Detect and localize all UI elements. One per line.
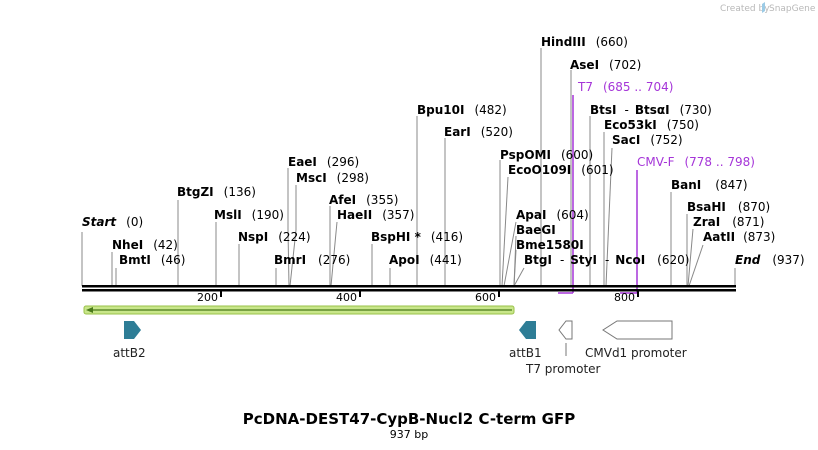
map-length: 937 bp [390,428,428,441]
site-label: BtsI-BtsαI(730) [590,103,712,117]
primer-t7-marker [558,95,574,294]
attb1-arrow-icon [519,321,536,339]
feature-label-attb2: attB2 [113,346,146,360]
site-label: AseI(702) [570,58,641,72]
primer-label: T7(685 .. 704) [577,80,673,94]
site-label: MscI(298) [296,171,369,185]
attb2-arrow-icon [124,321,141,339]
watermark-prefix: Created by [720,4,770,14]
site-label: Bme1580I [516,238,584,252]
site-label: SacI(752) [612,133,683,147]
ruler-ticks [220,291,639,297]
site-label: BtgZI(136) [177,185,256,199]
site-label: BsaHI(870) [687,200,770,214]
site-label: Eco53kI(750) [604,118,699,132]
primer-cmv-f-marker [620,170,638,294]
dna-backbone [82,285,736,292]
tick-label: 800 [614,291,635,304]
site-label: HaeII(357) [337,208,415,222]
gfp-feature-bar [83,305,515,315]
site-label: End(937) [735,253,805,267]
site-label: EaeI(296) [288,155,359,169]
watermark-brand: SnapGene [769,4,816,14]
site-label: BspHI *(416) [371,230,463,244]
site-label: EcoO109I(601) [508,163,614,177]
site-label: NspI(224) [238,230,311,244]
site-label: BtgI-StyI-NcoI(620) [524,253,689,267]
site-label: BmtI(46) [119,253,186,267]
t7-promoter-arrow-icon [558,320,573,340]
snapgene-logo-icon [762,2,765,13]
site-label: BmrI(276) [274,253,350,267]
site-leader-lines [81,48,736,287]
tick-label: 200 [197,291,218,304]
site-label: EarI(520) [444,125,513,139]
site-label: ApoI(441) [389,253,462,267]
site-label: AfeI(355) [329,193,398,207]
site-label: HindIII(660) [541,35,628,49]
site-label: ZraI(871) [693,215,764,229]
primer-label: CMV-F(778 .. 798) [637,155,755,169]
site-label: ApaI(604) [516,208,589,222]
site-label: Start(0) [82,215,143,229]
site-label: Bpu10I(482) [417,103,507,117]
feature-label-cmvd1-promoter: CMVd1 promoter [585,346,687,360]
site-label: PspOMI(600) [500,148,593,162]
site-label: AatII(873) [703,230,775,244]
cmvd1-promoter-arrow-icon [602,320,673,340]
tick-label: 400 [336,291,357,304]
site-label: NheI(42) [112,238,178,252]
site-label: BaeGI [516,223,556,237]
site-label: MslI(190) [214,208,284,222]
site-label: BanI(847) [671,178,748,192]
tick-label: 600 [475,291,496,304]
feature-label-attb1: attB1 [509,346,542,360]
feature-label-t7-promoter: T7 promoter [525,362,601,376]
map-title: PcDNA-DEST47-CypB-Nucl2 C-term GFP [243,410,575,428]
